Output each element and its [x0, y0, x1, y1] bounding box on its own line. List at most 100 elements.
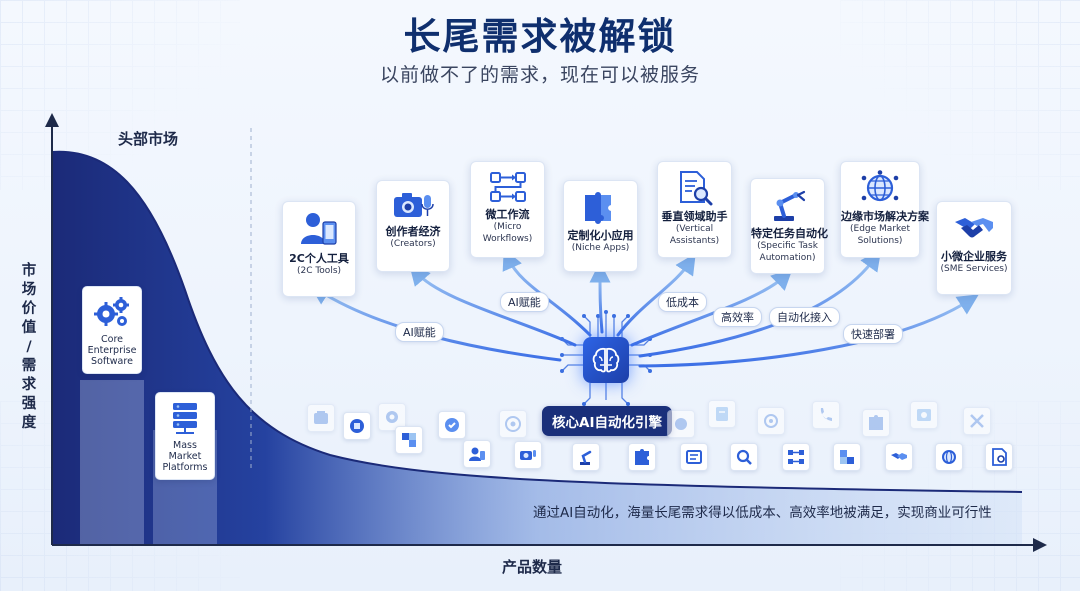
mini-app-icon	[463, 440, 491, 468]
mini-app-icon	[514, 441, 542, 469]
mini-app-icon	[885, 443, 913, 471]
brain-chip-icon	[592, 347, 620, 373]
connector-label: 低成本	[658, 292, 707, 312]
y-axis-title-char: 场	[21, 282, 37, 298]
person-phone-icon	[301, 213, 337, 245]
mini-app-icon	[985, 443, 1013, 471]
card-subtitle: Solutions)	[857, 236, 903, 246]
document-search-icon	[679, 171, 712, 206]
robot-arm-icon	[773, 190, 805, 221]
mini-app-icon	[812, 401, 840, 429]
mini-app-icon	[667, 410, 695, 438]
card-title: 微工作流	[485, 208, 530, 221]
mini-app-icon	[782, 443, 810, 471]
long-tail-curve-edge	[51, 150, 1023, 493]
page-title: 长尾需求被解锁	[403, 15, 677, 58]
card-subtitle: (Specific Task	[757, 241, 818, 251]
card-sme-services: 小微企业服务 (SME Services)	[936, 201, 1012, 295]
y-axis-title-char: 求	[21, 377, 37, 393]
mini-app-icon	[680, 443, 708, 471]
connector-arrow	[638, 294, 979, 368]
card-title: 垂直领域助手	[661, 210, 728, 223]
card-title: 边缘市场解决方案	[841, 210, 929, 223]
connector-label: 高效率	[713, 307, 762, 327]
page-subtitle: 以前做不了的需求，现在可以被服务	[379, 64, 700, 86]
card-subtitle: (Niche Apps)	[571, 243, 630, 253]
mini-app-icon	[708, 400, 736, 428]
server-icon	[173, 403, 197, 434]
workflow-icon	[489, 172, 526, 202]
connector-label: 自动化接入	[769, 307, 840, 327]
head-card-line: Core	[101, 334, 123, 345]
card-subtitle: (SME Services)	[940, 264, 1008, 274]
card-title: 2C个人工具	[289, 252, 349, 265]
head-card-line: Market	[168, 451, 202, 462]
card-subtitle: Assistants)	[669, 236, 720, 246]
mini-app-icon	[572, 443, 600, 471]
connector-arrow	[638, 249, 882, 358]
y-axis-title-char: 度	[21, 415, 37, 431]
mini-app-icon	[438, 411, 466, 439]
mini-app-icon	[307, 404, 335, 432]
card-subtitle: (2C Tools)	[296, 266, 342, 276]
y-axis-title-char: 价	[21, 301, 37, 317]
card-title: 创作者经济	[385, 225, 441, 238]
globe-network-icon	[861, 170, 899, 202]
y-axis-title-char: 市	[21, 263, 37, 279]
head-card-line: Mass	[173, 440, 197, 451]
connector-arrow	[409, 264, 577, 347]
mini-app-icon	[395, 426, 423, 454]
connector-arrow	[589, 261, 611, 334]
card-title: 小微企业服务	[941, 250, 1007, 263]
ai-engine-chip	[583, 337, 629, 383]
gears-icon	[94, 297, 129, 326]
camera-mic-icon	[394, 193, 434, 217]
y-axis-title-char: /	[26, 339, 32, 355]
head-market-label: 头部市场	[118, 130, 179, 148]
card-title: 定制化小应用	[567, 229, 634, 242]
card-edge-market-solutions: 边缘市场解决方案 (Edge Market Solutions)	[840, 161, 929, 258]
connector-arrow	[630, 268, 793, 347]
card-title: 特定任务自动化	[751, 227, 828, 240]
mini-app-icon	[730, 443, 758, 471]
y-axis-title: 市场价值 / 需求强度	[18, 262, 40, 433]
bottom-caption: 通过AI自动化，海量长尾需求得以低成本、高效率地被满足，实现商业可行性	[533, 505, 992, 521]
head-card-mass-market-platforms: Mass Market Platforms	[155, 392, 215, 480]
card-2c-tools: 2C个人工具 (2C Tools)	[282, 201, 356, 297]
ai-engine-label: 核心AI自动化引擎	[542, 406, 672, 436]
card-specific-task-automation: 特定任务自动化 (Specific Task Automation)	[750, 178, 828, 274]
head-card-line: Software	[91, 356, 133, 367]
card-subtitle: (Creators)	[390, 239, 436, 249]
mini-app-icon	[343, 412, 371, 440]
card-subtitle: Workflows)	[482, 234, 533, 244]
handshake-icon	[955, 218, 993, 238]
connector-label: 快速部署	[843, 324, 903, 344]
card-vertical-assistants: 垂直领域助手 (Vertical Assistants)	[657, 161, 732, 258]
connector-arrow	[616, 253, 696, 337]
y-axis-title-char: 强	[21, 396, 37, 412]
card-subtitle: Automation)	[759, 253, 816, 263]
mini-app-icon	[910, 401, 938, 429]
card-subtitle: (Vertical	[675, 224, 714, 234]
card-subtitle: (Micro	[493, 222, 522, 232]
head-card-line: Platforms	[162, 462, 208, 473]
y-axis-title-char: 需	[21, 358, 37, 374]
x-axis-title: 产品数量	[502, 558, 563, 576]
head-card-core-enterprise-software: Core Enterprise Software	[82, 286, 142, 374]
connector-label: AI赋能	[395, 322, 444, 342]
head-card-line: Enterprise	[87, 345, 137, 356]
background-grid	[840, 0, 1080, 190]
background-grid	[0, 0, 240, 190]
connector-label: AI赋能	[500, 292, 549, 312]
puzzle-icon	[584, 192, 611, 224]
mini-app-icon	[833, 443, 861, 471]
mini-app-icon	[757, 407, 785, 435]
card-niche-apps: 定制化小应用 (Niche Apps)	[563, 180, 638, 272]
mini-app-icon	[963, 407, 991, 435]
card-subtitle: (Edge Market	[850, 224, 910, 234]
mini-app-icon	[935, 443, 963, 471]
mini-app-icon	[499, 410, 527, 438]
long-tail-curve-area	[52, 151, 1022, 545]
mini-app-icon	[628, 443, 656, 471]
y-axis-title-char: 值	[21, 320, 37, 336]
